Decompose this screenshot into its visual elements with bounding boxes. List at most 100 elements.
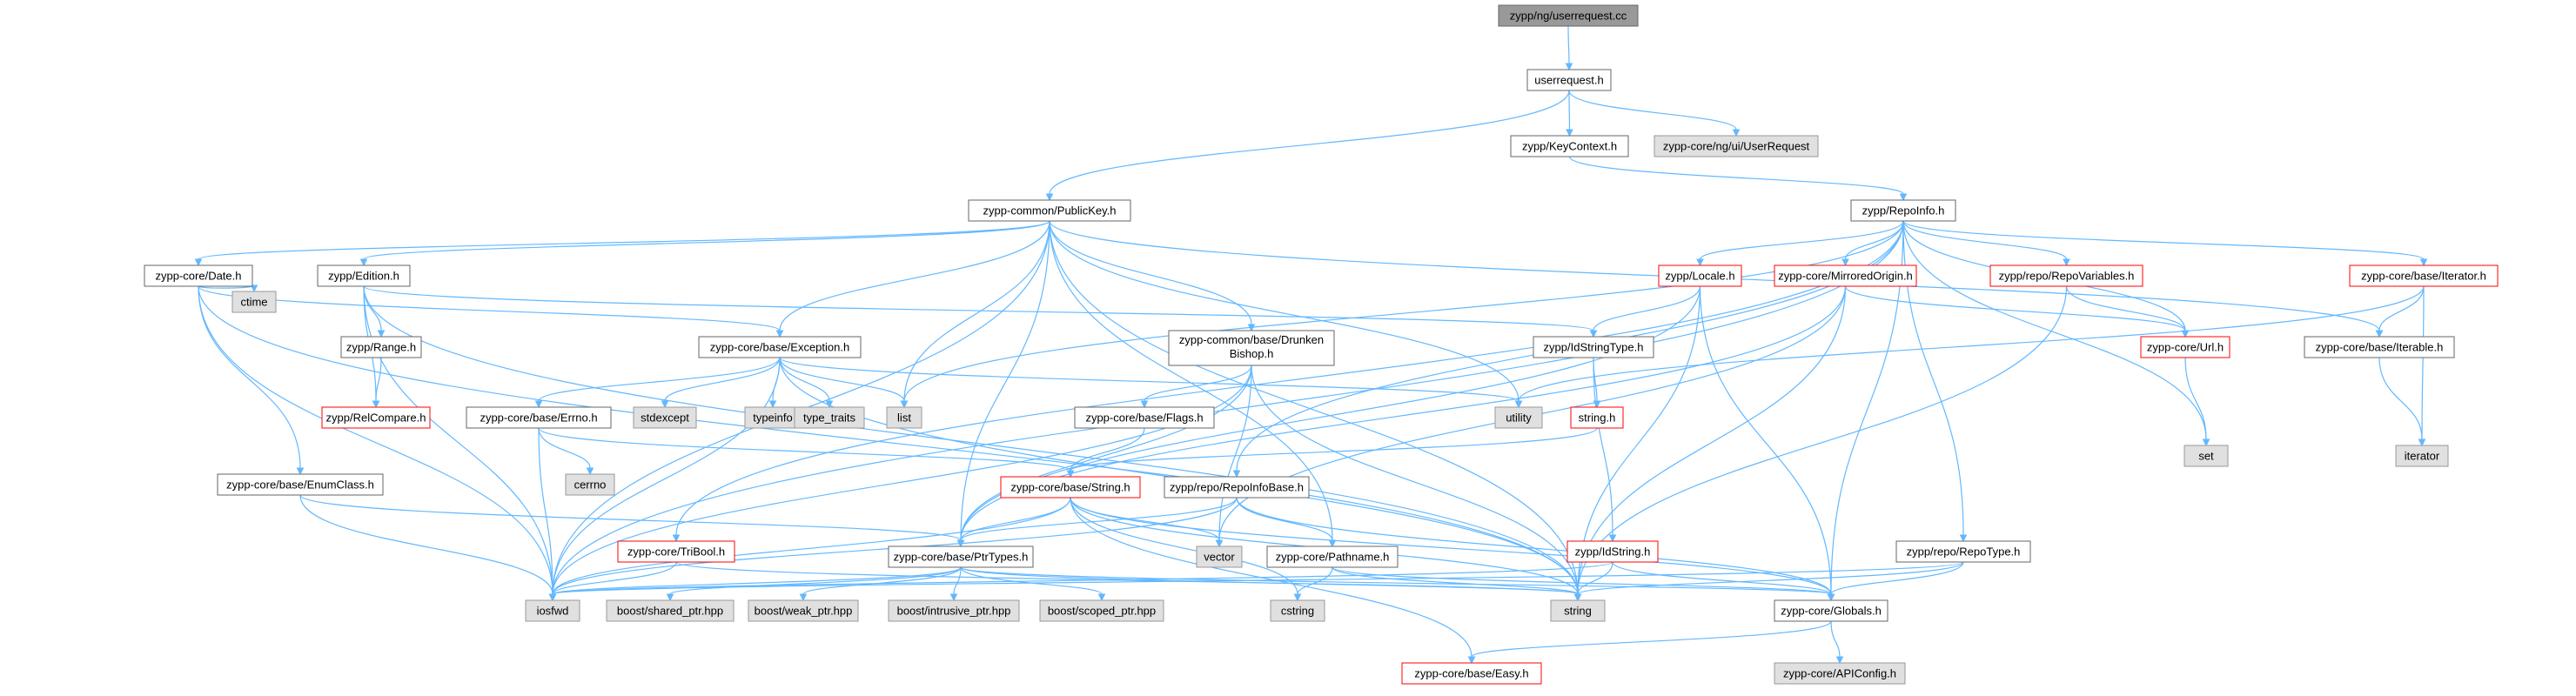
node-box [794, 406, 865, 429]
node-idstringtype-h[interactable]: zypp/IdStringType.h [1533, 336, 1654, 358]
edge-line [198, 285, 781, 331]
node-label: zypp-core/base/Iterable.h [2316, 341, 2444, 354]
node-box [2395, 445, 2449, 467]
node-flags-h[interactable]: zypp-core/base/Flags.h [1074, 406, 1215, 429]
edge-line [198, 285, 1579, 595]
edge-line [198, 285, 301, 469]
edge-line [1902, 220, 2068, 260]
edge-line [1568, 156, 1904, 195]
edge-repoinfo_h-to-iterator_h [1902, 220, 2428, 267]
node-label: zypp-core/base/Flags.h [1085, 412, 1203, 425]
node-basestring-h[interactable]: zypp-core/base/String.h [1000, 476, 1141, 499]
node-iterator-h[interactable]: zypp-core/base/Iterator.h [2349, 264, 2499, 287]
node-box [606, 599, 735, 622]
node-label: zypp/RelCompare.h [326, 412, 426, 425]
edge-line [552, 220, 1904, 595]
node-box [1533, 336, 1654, 358]
edge-publickey_h-to-utility [1049, 220, 1523, 409]
node-box [1168, 330, 1335, 366]
node-label: typeinfo [753, 412, 793, 425]
edge-line [538, 427, 591, 469]
edge-arrowhead [1959, 534, 1968, 543]
node-label: zypp/RepoInfo.h [1862, 204, 1945, 218]
edge-line [363, 285, 1579, 595]
node-url-h[interactable]: zypp-core/Url.h [2140, 336, 2231, 358]
node-keycontext-h[interactable]: zypp/KeyContext.h [1510, 135, 1629, 157]
node-label: zypp-core/Pathname.h [1276, 551, 1390, 564]
node-label: userrequest.h [1534, 74, 1604, 87]
edge-iterable_h-to-iterator [2378, 357, 2426, 447]
edge-ptrtypes_h-to-shared_ptr [666, 566, 962, 602]
edge-line [552, 566, 962, 595]
node-date-h[interactable]: zypp-core/Date.h [144, 264, 253, 287]
node-root: zypp/ng/userrequest.cc [1498, 4, 1639, 27]
edge-range_h-to-relcompare_h [372, 357, 382, 409]
node-repovariables-h[interactable]: zypp/repo/RepoVariables.h [1989, 264, 2143, 287]
edge-arrowhead [2063, 258, 2070, 267]
node-label: type_traits [803, 412, 855, 425]
node-userrequest-h[interactable]: userrequest.h [1526, 69, 1612, 91]
node-iterable-h[interactable]: zypp-core/base/Iterable.h [2304, 336, 2455, 358]
edge-line [1593, 357, 1613, 536]
node-locale-h[interactable]: zypp/Locale.h [1658, 264, 1742, 287]
node-errno-h[interactable]: zypp-core/base/Errno.h [466, 406, 612, 429]
node-apiconfig-h: zypp-core/APIConfig.h [1774, 662, 1906, 685]
node-tribool-h[interactable]: zypp-core/TriBool.h [617, 540, 735, 563]
edge-userrequest_h-to-publickey_h [1045, 90, 1570, 202]
edge-arrowhead [372, 400, 380, 409]
edge-date_h-to-iosfwd [198, 285, 557, 602]
node-relcompare-h[interactable]: zypp/RelCompare.h [321, 406, 431, 429]
edge-errno_h-to-iosfwd [538, 427, 557, 602]
edge-globals_h-to-easy_h [1467, 620, 1832, 665]
node-string-h[interactable]: string.h [1570, 406, 1624, 429]
node-idstring-h[interactable]: zypp/IdString.h [1566, 540, 1659, 563]
edge-line [1070, 427, 1598, 472]
edge-line [1699, 220, 1904, 260]
node-box [2349, 264, 2499, 287]
node-label: set [2198, 450, 2214, 463]
node-exception-h[interactable]: zypp-core/base/Exception.h [698, 336, 862, 358]
edge-drunkenbishop_h-to-flags_h [1140, 365, 1252, 409]
node-repoinfobase-h[interactable]: zypp/repo/RepoInfoBase.h [1164, 476, 1310, 499]
edge-line [1049, 220, 1252, 325]
edge-iterator_h-to-iterator [2418, 285, 2426, 447]
node-box [1494, 406, 1543, 429]
node-box [317, 264, 411, 287]
node-edition-h[interactable]: zypp/Edition.h [317, 264, 411, 287]
edge-arrowhead [1140, 400, 1149, 409]
edge-arrowhead [2202, 438, 2210, 447]
edge-keycontext_h-to-repoinfo_h [1568, 156, 1908, 202]
edge-arrowhead [1573, 593, 1582, 602]
edge-line [779, 357, 1519, 402]
node-label: list [897, 412, 911, 425]
edge-arrowhead [1293, 593, 1302, 602]
edge-line [960, 220, 1050, 541]
edge-arrowhead [250, 284, 258, 293]
edge-line [1902, 220, 2425, 260]
node-repotype-h[interactable]: zypp/repo/RepoType.h [1895, 540, 2031, 563]
node-repoinfo-h[interactable]: zypp/RepoInfo.h [1850, 199, 1956, 222]
node-globals-h[interactable]: zypp-core/Globals.h [1774, 599, 1888, 622]
edge-arrowhead [775, 330, 784, 338]
edge-line [1577, 285, 1701, 595]
edge-line [1577, 285, 2068, 595]
node-label: zypp-core/APIConfig.h [1783, 667, 1896, 680]
node-label: zypp-core/base/Easy.h [1414, 667, 1528, 680]
node-range-h[interactable]: zypp/Range.h [340, 336, 422, 358]
node-enumclass-h[interactable]: zypp-core/base/EnumClass.h [217, 473, 384, 496]
node-easy-h[interactable]: zypp-core/base/Easy.h [1401, 662, 1542, 685]
edge-line [1251, 365, 1579, 595]
node-pathname-h[interactable]: zypp-core/Pathname.h [1266, 545, 1399, 568]
node-box [565, 473, 615, 496]
node-ptrtypes-h[interactable]: zypp-core/base/PtrTypes.h [888, 545, 1034, 568]
node-publickey-h[interactable]: zypp-common/PublicKey.h [968, 199, 1131, 222]
node-mirroredorigin-h[interactable]: zypp-core/MirroredOrigin.h [1774, 264, 1917, 287]
edge-line [552, 497, 1071, 595]
node-box [1566, 540, 1659, 563]
edge-url_h-to-set [2184, 357, 2210, 447]
edge-exception_h-to-errno_h [534, 357, 781, 409]
node-box [1774, 264, 1917, 287]
edge-line [1049, 220, 1519, 402]
node-box [1774, 599, 1888, 622]
